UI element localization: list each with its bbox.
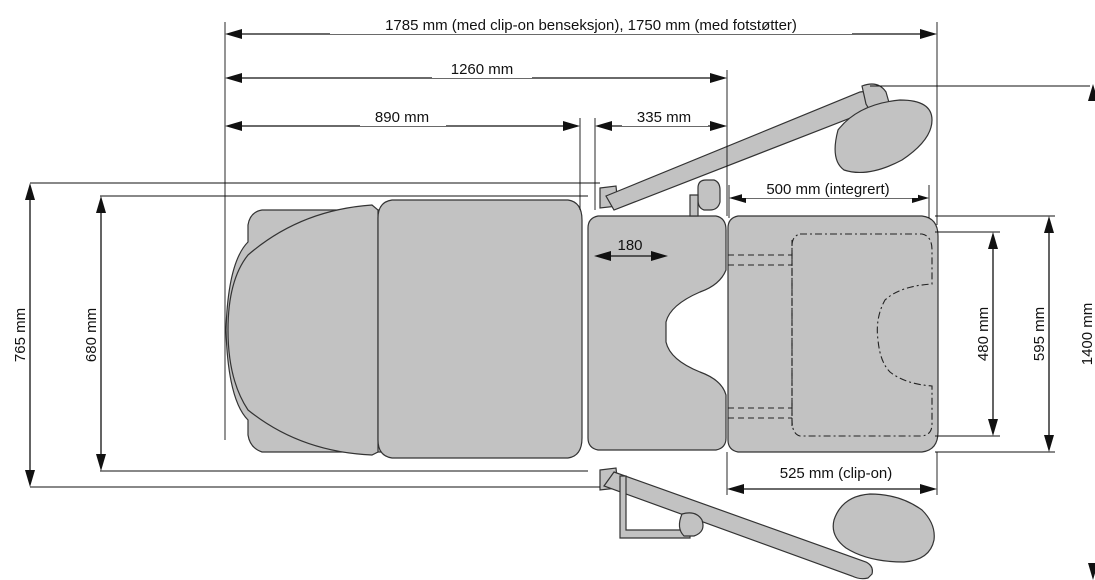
armrest-pad-top xyxy=(834,99,933,173)
label-680: 680 mm xyxy=(83,308,100,362)
armrest-bottom xyxy=(599,467,935,580)
label-480: 480 mm xyxy=(975,307,992,361)
label-890: 890 mm xyxy=(375,109,429,126)
hidden-rail-top xyxy=(728,254,792,266)
label-335: 335 mm xyxy=(637,109,691,126)
hidden-rail-bottom xyxy=(728,407,792,419)
label-total-length: 1785 mm (med clip-on benseksjon), 1750 m… xyxy=(385,17,797,34)
dim-680 xyxy=(96,196,106,471)
label-1260: 1260 mm xyxy=(451,61,514,78)
label-595: 595 mm xyxy=(1031,307,1048,361)
label-765: 765 mm xyxy=(12,308,29,362)
seat xyxy=(587,215,727,451)
armrest-top xyxy=(599,83,933,217)
dimension-labels: 1785 mm (med clip-on benseksjon), 1750 m… xyxy=(12,16,1095,482)
dim-480 xyxy=(988,232,998,436)
label-1400: 1400 mm xyxy=(1079,303,1095,366)
dim-1400 xyxy=(1088,84,1095,580)
backrest-cushion xyxy=(377,199,583,459)
leg-section xyxy=(727,215,939,453)
dim-525 xyxy=(727,484,937,494)
label-500: 500 mm (integrert) xyxy=(766,181,889,198)
chair-body xyxy=(225,199,939,459)
armrest-pad-bottom xyxy=(832,493,935,563)
label-525: 525 mm (clip-on) xyxy=(780,465,893,482)
dim-180 xyxy=(594,251,668,261)
extension-lines xyxy=(30,22,1090,495)
dim-595 xyxy=(1044,216,1054,452)
label-180: 180 xyxy=(617,237,642,254)
dim-765 xyxy=(25,183,35,487)
headrest xyxy=(227,204,379,456)
hidden-footrest-outline xyxy=(791,233,933,437)
